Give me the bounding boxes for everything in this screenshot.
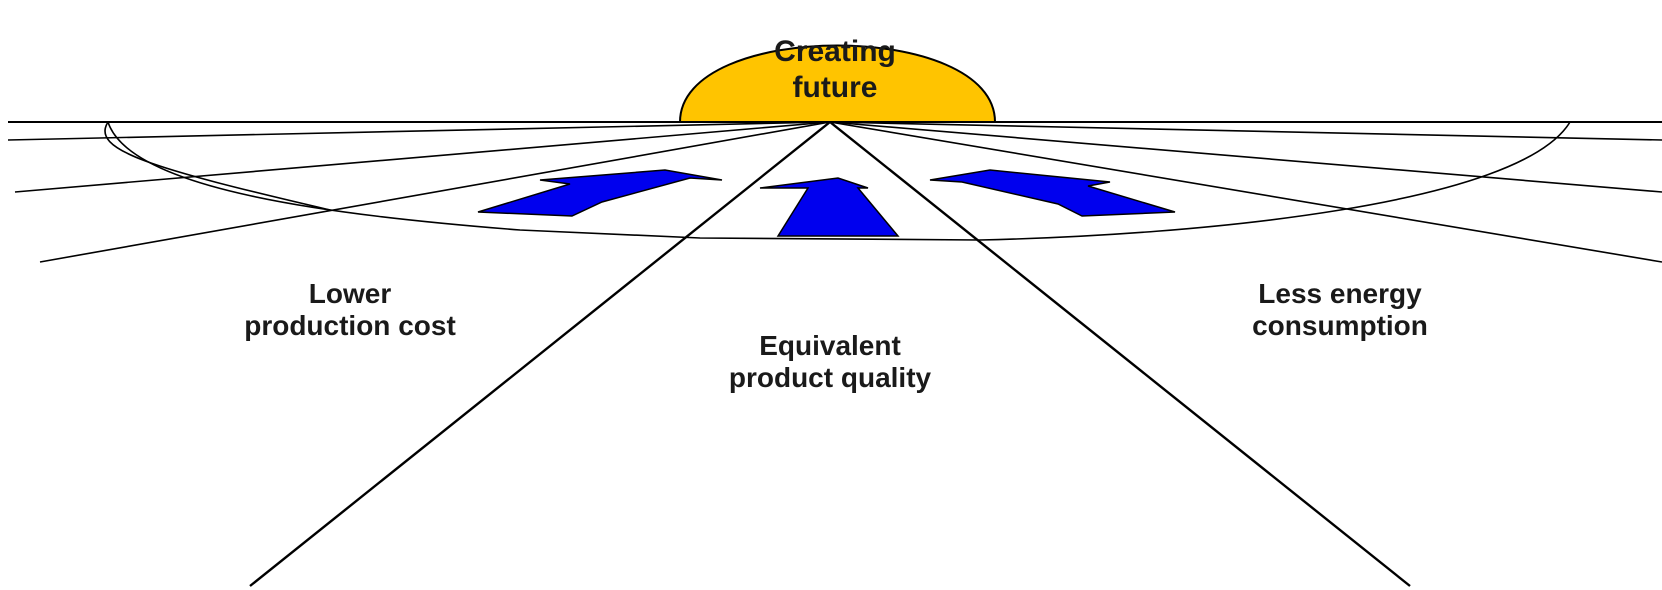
center-label-line2: product quality [728,362,932,393]
center-arrow-icon [759,177,900,237]
left-label-line1: Lower [308,278,392,309]
sun-label-line2: future [792,71,878,104]
perspective-road [249,121,1411,587]
sun-label-line1: Creating [774,35,896,68]
right-arrow-icon [929,169,1176,217]
right-label: Less energy consumption [1190,278,1490,342]
left-label: Lower production cost [200,278,500,342]
center-label-line1: Equivalent [759,330,901,361]
left-label-line2: production cost [244,310,456,341]
sun-dome [678,44,997,123]
sun-label: Creating future [730,34,940,106]
right-label-line2: consumption [1252,310,1428,341]
fan-lines [7,121,1662,263]
left-arrow-icon [477,169,723,217]
arrows [477,169,1176,237]
right-label-line1: Less energy [1258,278,1422,309]
center-label: Equivalent product quality [680,330,980,394]
